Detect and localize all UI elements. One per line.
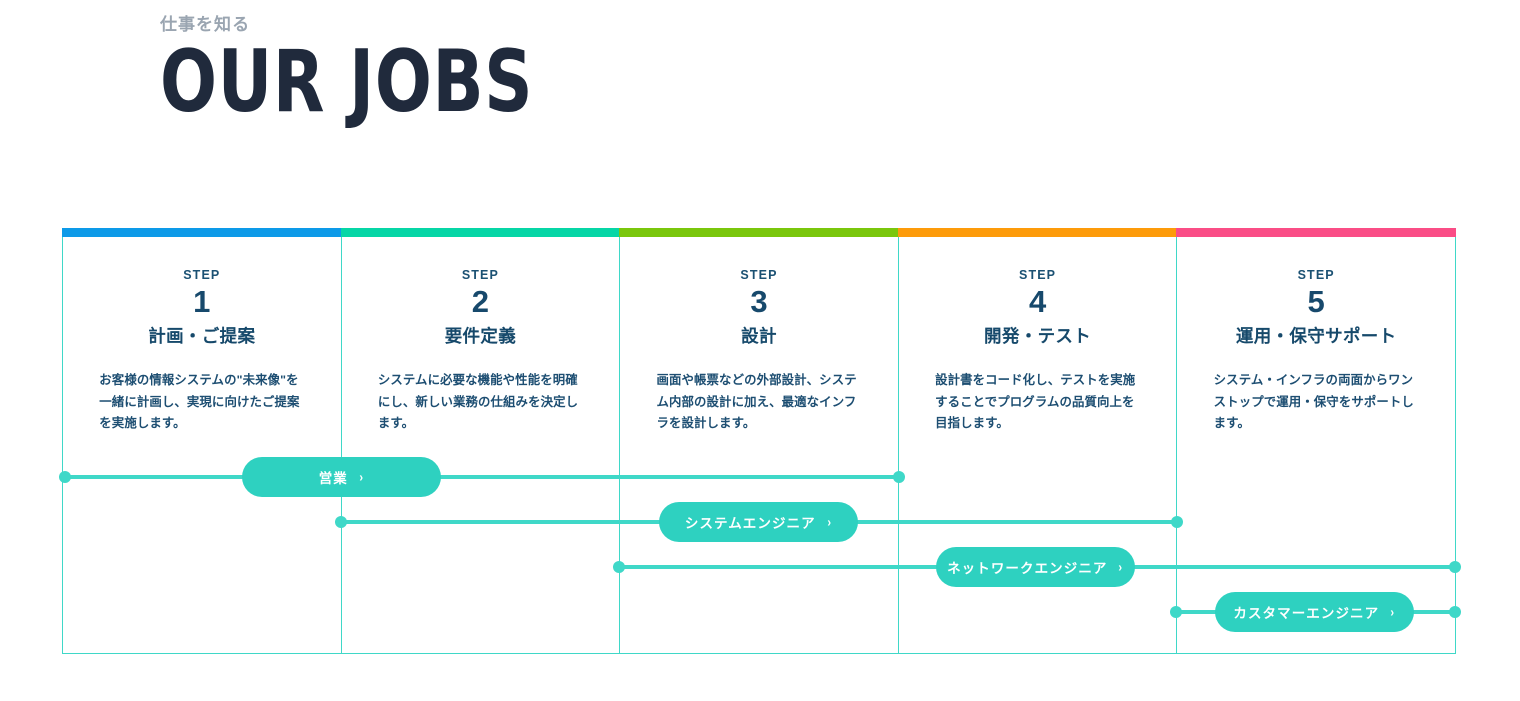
role-pill-label: 営業 — [318, 471, 348, 486]
step-description: 画面や帳票などの外部設計、システム内部の設計に加え、最適なインフラを設計します。 — [656, 373, 857, 431]
page-heading: 仕事を知る OUR JOBS — [160, 14, 639, 133]
step-label: STEP — [1019, 268, 1057, 282]
step-label: STEP — [183, 268, 221, 282]
step-description: システム・インフラの両面からワンストップで運用・保守をサポートします。 — [1213, 373, 1414, 431]
chevron-right-icon: › — [1118, 559, 1124, 574]
chevron-right-icon: › — [827, 514, 832, 529]
step-title: 運用・保守サポート — [1235, 326, 1397, 347]
role-pill-button[interactable]: システムエンジニア › — [659, 502, 858, 542]
step-color-bar — [1176, 228, 1456, 237]
step-number: 4 — [1028, 283, 1047, 319]
step-title: 設計 — [741, 326, 777, 347]
step-number: 3 — [750, 283, 768, 319]
role-pill-label: ネットワークエンジニア — [947, 561, 1108, 576]
step-title: 開発・テスト — [984, 326, 1092, 347]
step-number: 1 — [193, 283, 211, 319]
role-pill-button[interactable]: ネットワークエンジニア › — [936, 547, 1135, 587]
role-pill-button[interactable]: 営業 › — [242, 457, 441, 497]
step-label: STEP — [740, 268, 778, 282]
step-number: 2 — [471, 283, 490, 319]
role-pill-label: カスタマーエンジニア — [1233, 606, 1380, 621]
heading-kicker: 仕事を知る — [160, 15, 251, 34]
step-color-bar — [897, 228, 1178, 237]
role-pill-label: システムエンジニア — [684, 516, 816, 531]
step-description: お客様の情報システムの"未来像"を一緒に計画し、実現に向けたご提案を実施します。 — [99, 373, 300, 431]
page-title: OUR JOBS — [160, 32, 534, 133]
role-pill-button[interactable]: カスタマーエンジニア › — [1215, 592, 1414, 632]
step-label: STEP — [1297, 268, 1335, 282]
step-description: システムに必要な機能や性能を明確にし、新しい業務の仕組みを決定します。 — [377, 373, 579, 431]
step-color-bar — [619, 228, 899, 237]
step-title: 計画・ご提案 — [148, 326, 256, 347]
step-title: 要件定義 — [444, 326, 517, 347]
step-color-bar — [62, 228, 342, 237]
step-label: STEP — [461, 268, 499, 282]
step-number: 5 — [1307, 283, 1325, 319]
step-description: 設計書をコード化し、テストを実施することでプログラムの品質向上を目指します。 — [935, 373, 1136, 431]
chevron-right-icon: › — [359, 469, 364, 484]
step-color-bar — [340, 228, 621, 237]
chevron-right-icon: › — [1390, 604, 1396, 619]
